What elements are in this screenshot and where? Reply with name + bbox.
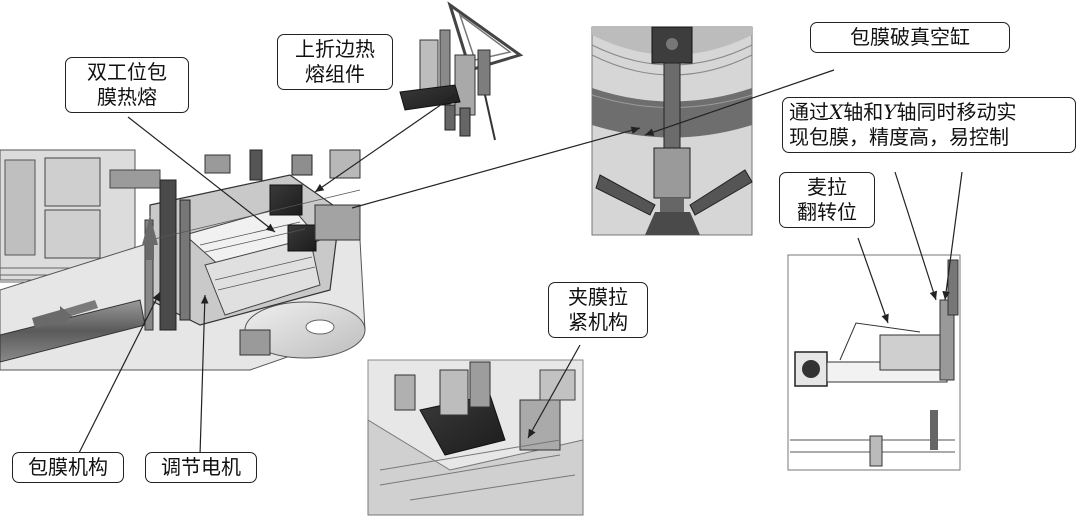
main-machine-illustration (0, 149, 366, 371)
label-wrap-mechanism: 包膜机构 (12, 452, 124, 483)
clamp-detail-illustration (367, 359, 584, 516)
vacuum-cylinder-illustration (591, 26, 753, 236)
label-upper-fold-heat-assembly: 上折边热 熔组件 (277, 34, 393, 90)
label-clamp-tension-mechanism: 夹膜拉 紧机构 (548, 282, 648, 338)
label-xy-axis-movement: 通过X轴和Y轴同时移动实 现包膜，精度高，易控制 (782, 97, 1076, 153)
label-vacuum-break-cylinder: 包膜破真空缸 (810, 22, 1010, 53)
leader-lines (77, 69, 963, 456)
upper-fold-assembly-illustration (399, 1, 524, 141)
label-adjust-motor: 调节电机 (145, 452, 257, 483)
label-mylar-flip-station: 麦拉 翻转位 (779, 172, 875, 228)
label-dual-station-heat-fusion: 双工位包 膜热熔 (65, 57, 189, 113)
mylar-flip-illustration (787, 254, 961, 471)
